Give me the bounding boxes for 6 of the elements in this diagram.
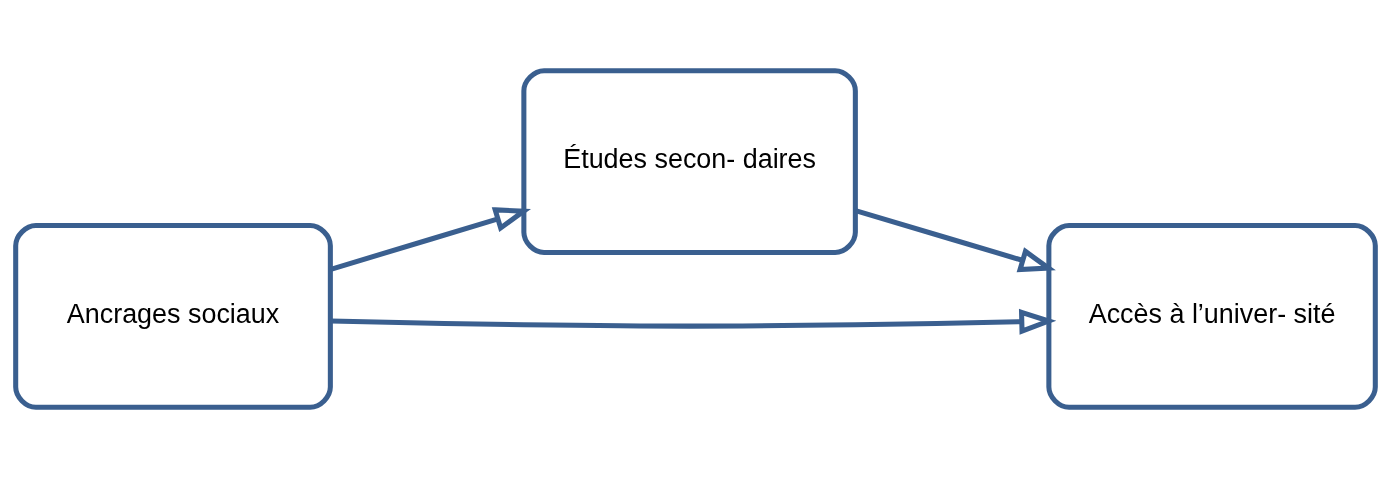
arrow: [854, 207, 1056, 272]
arrow: [330, 206, 531, 272]
node-box: Accès à l’univer- sité: [1046, 222, 1378, 410]
arrow: [330, 308, 1057, 335]
node-box: Ancrages sociaux: [13, 222, 333, 410]
node-box: Études secon- daires: [521, 67, 858, 255]
